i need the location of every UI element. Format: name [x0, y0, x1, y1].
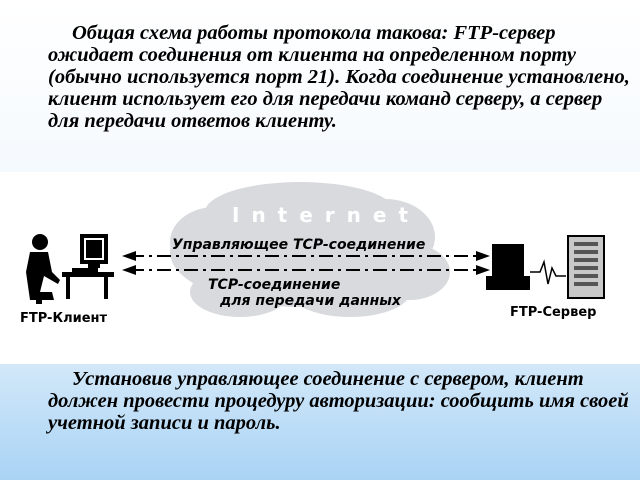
data-connection-label-2: для передачи данных: [219, 293, 402, 309]
auth-paragraph: Установив управляющее соединение с серве…: [48, 368, 638, 434]
ftp-diagram: Internet Управляющее TCP-соединение TCP-…: [0, 172, 640, 364]
data-connection-arrow: [122, 265, 490, 275]
client-label: FTP-Клиент: [20, 311, 107, 326]
cloud-label: Internet: [232, 203, 420, 227]
intro-paragraph: Общая схема работы протокола такова: FTP…: [48, 22, 638, 132]
ftp-diagram-svg: Internet Управляющее TCP-соединение TCP-…: [20, 182, 605, 326]
data-connection-label-1: TCP-соединение: [208, 277, 340, 293]
control-connection-label: Управляющее TCP-соединение: [172, 237, 425, 253]
client-computer-icon: [26, 234, 114, 304]
server-computer-icon: [486, 235, 605, 299]
auth-paragraph-text: Установив управляющее соединение с серве…: [48, 368, 629, 434]
server-label: FTP-Сервер: [510, 305, 596, 320]
control-connection-arrow: [122, 251, 490, 261]
intro-paragraph-text: Общая схема работы протокола такова: FTP…: [48, 22, 630, 132]
